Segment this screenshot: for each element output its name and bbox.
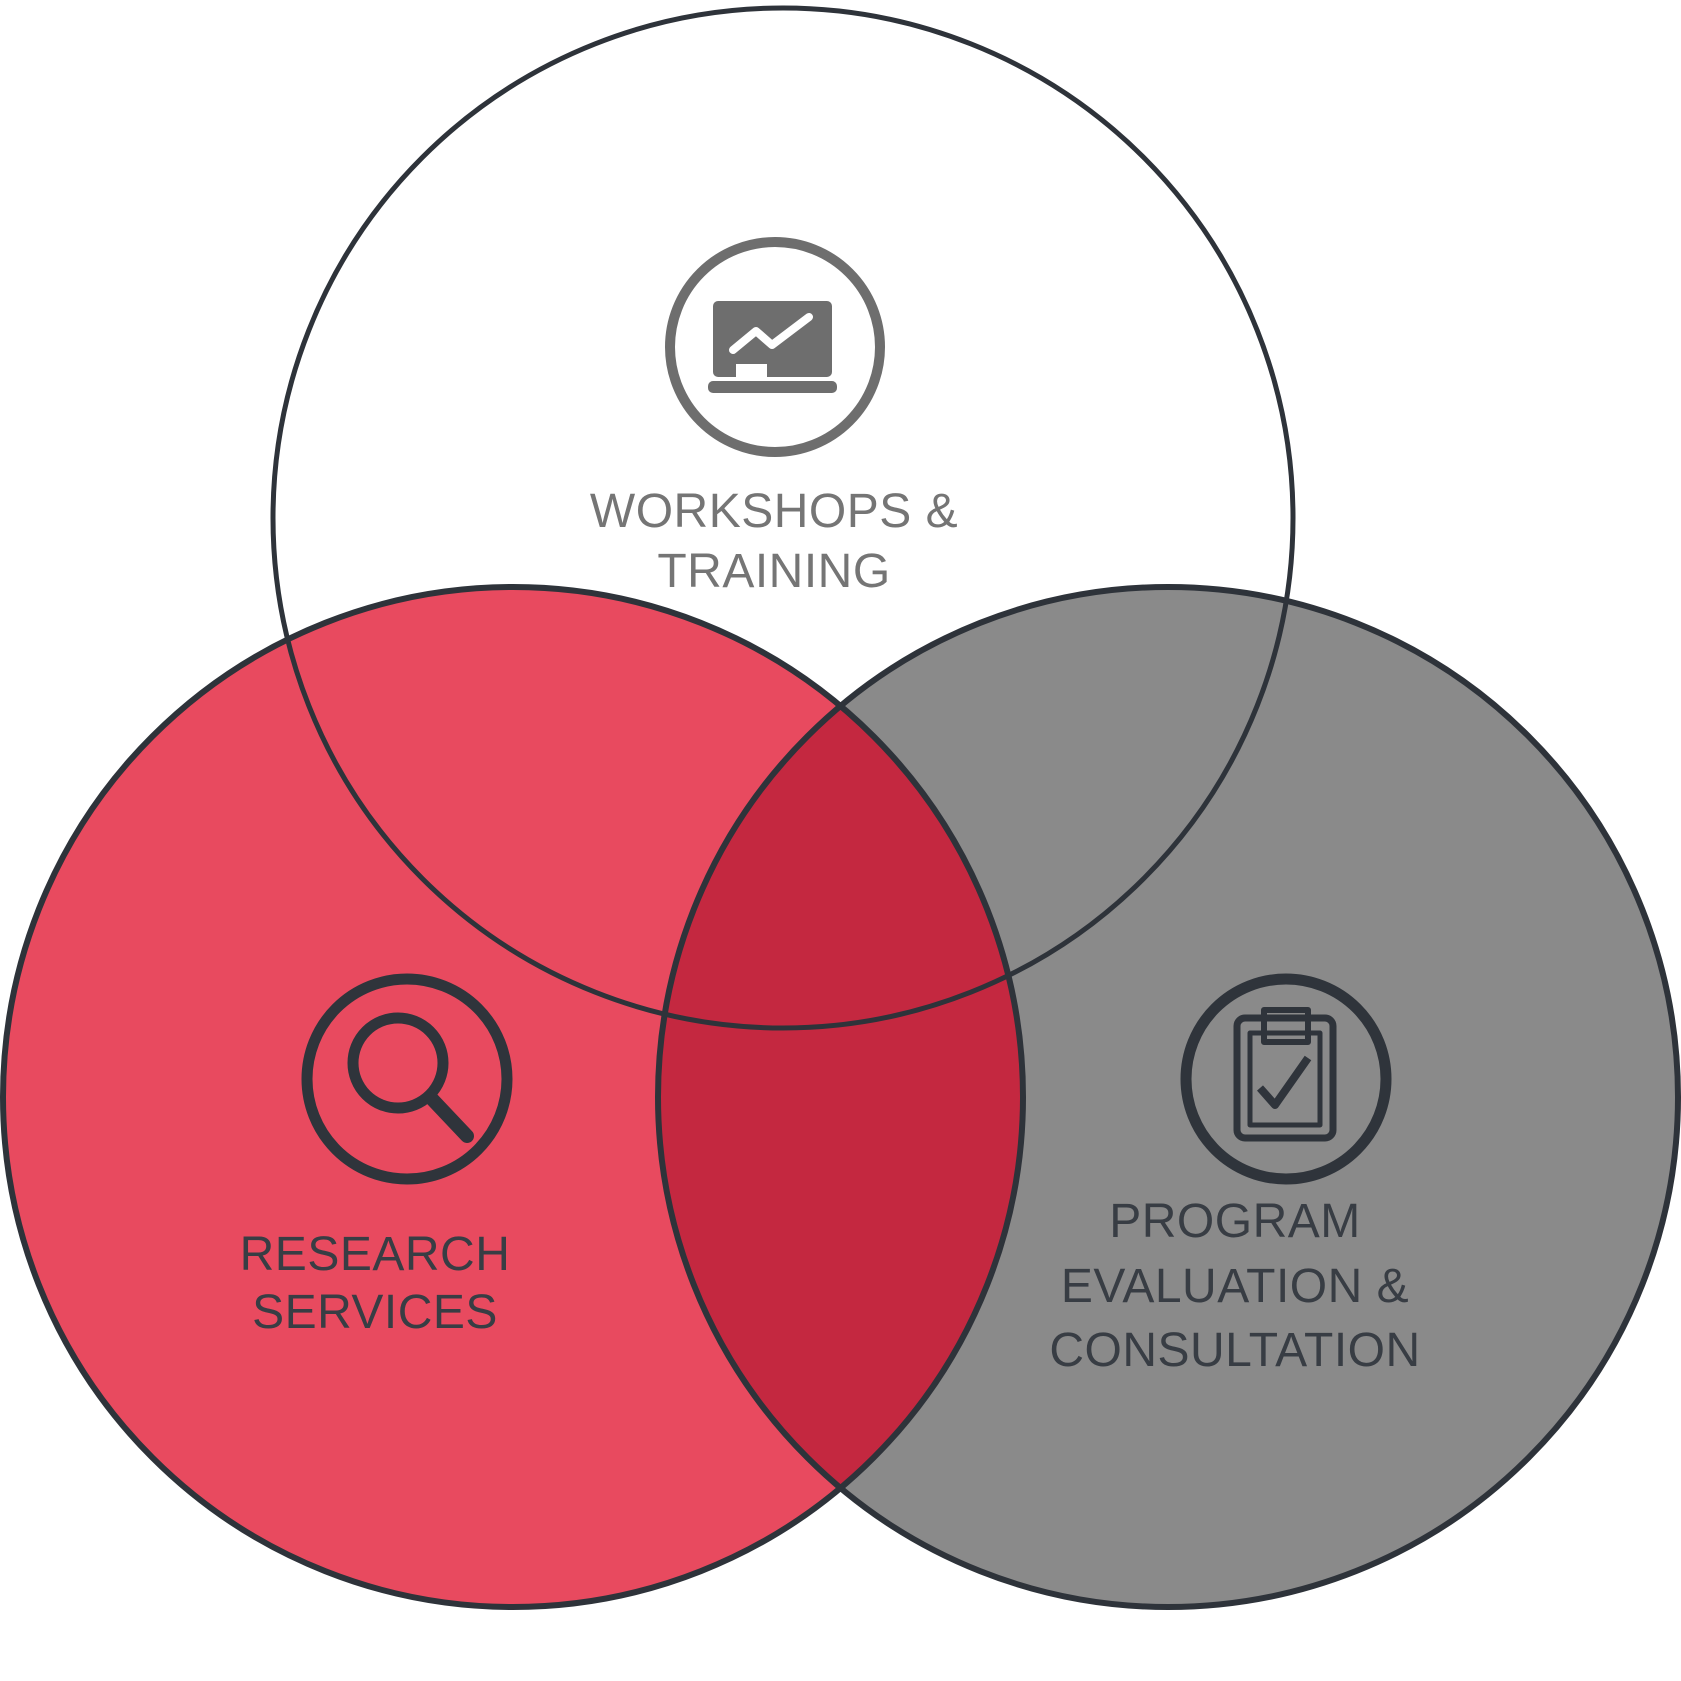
- clipboard-check-icon-ring: [1180, 973, 1392, 1185]
- venn-fill-regions: [3, 587, 1678, 1607]
- research-evaluation-overlap-region: [658, 706, 1023, 1488]
- magnifier-lens: [347, 1012, 449, 1114]
- laptop-screen-notch: [736, 364, 767, 377]
- workshops-label-line1: WORKSHOPS &: [590, 485, 958, 538]
- laptop-base: [708, 381, 837, 393]
- magnifying-glass-icon-ring: [301, 973, 513, 1185]
- clipboard-board: [1233, 1014, 1337, 1142]
- research-label-line2: SERVICES: [252, 1286, 498, 1339]
- laptop-chart-icon: [665, 237, 885, 457]
- clipboard-clip: [1261, 1007, 1311, 1045]
- venn-outlines: [0, 5, 1681, 1610]
- magnifying-glass-icon: [301, 973, 513, 1185]
- evaluation-label-line2: EVALUATION &: [1061, 1260, 1409, 1313]
- laptop-screen: [713, 301, 832, 377]
- checkmark: [1257, 1055, 1312, 1109]
- research-circle-outline: [0, 584, 1026, 1610]
- laptop-chart-icon-ring: [665, 237, 885, 457]
- magnifier-handle: [425, 1092, 474, 1143]
- research-label-line1: RESEARCH: [240, 1228, 511, 1281]
- clipboard-paper: [1247, 1030, 1323, 1128]
- evaluation-circle-outline: [655, 584, 1681, 1610]
- evaluation-label-line1: PROGRAM: [1109, 1195, 1361, 1248]
- workshops-label-line2: TRAINING: [657, 545, 890, 598]
- set-labels: WORKSHOPS & TRAINING RESEARCH SERVICES P…: [240, 485, 1421, 1377]
- evaluation-label-line3: CONSULTATION: [1049, 1324, 1420, 1377]
- workshops-circle-outline: [270, 5, 1296, 1031]
- trend-line: [729, 313, 813, 354]
- clipboard-check-icon: [1180, 973, 1392, 1185]
